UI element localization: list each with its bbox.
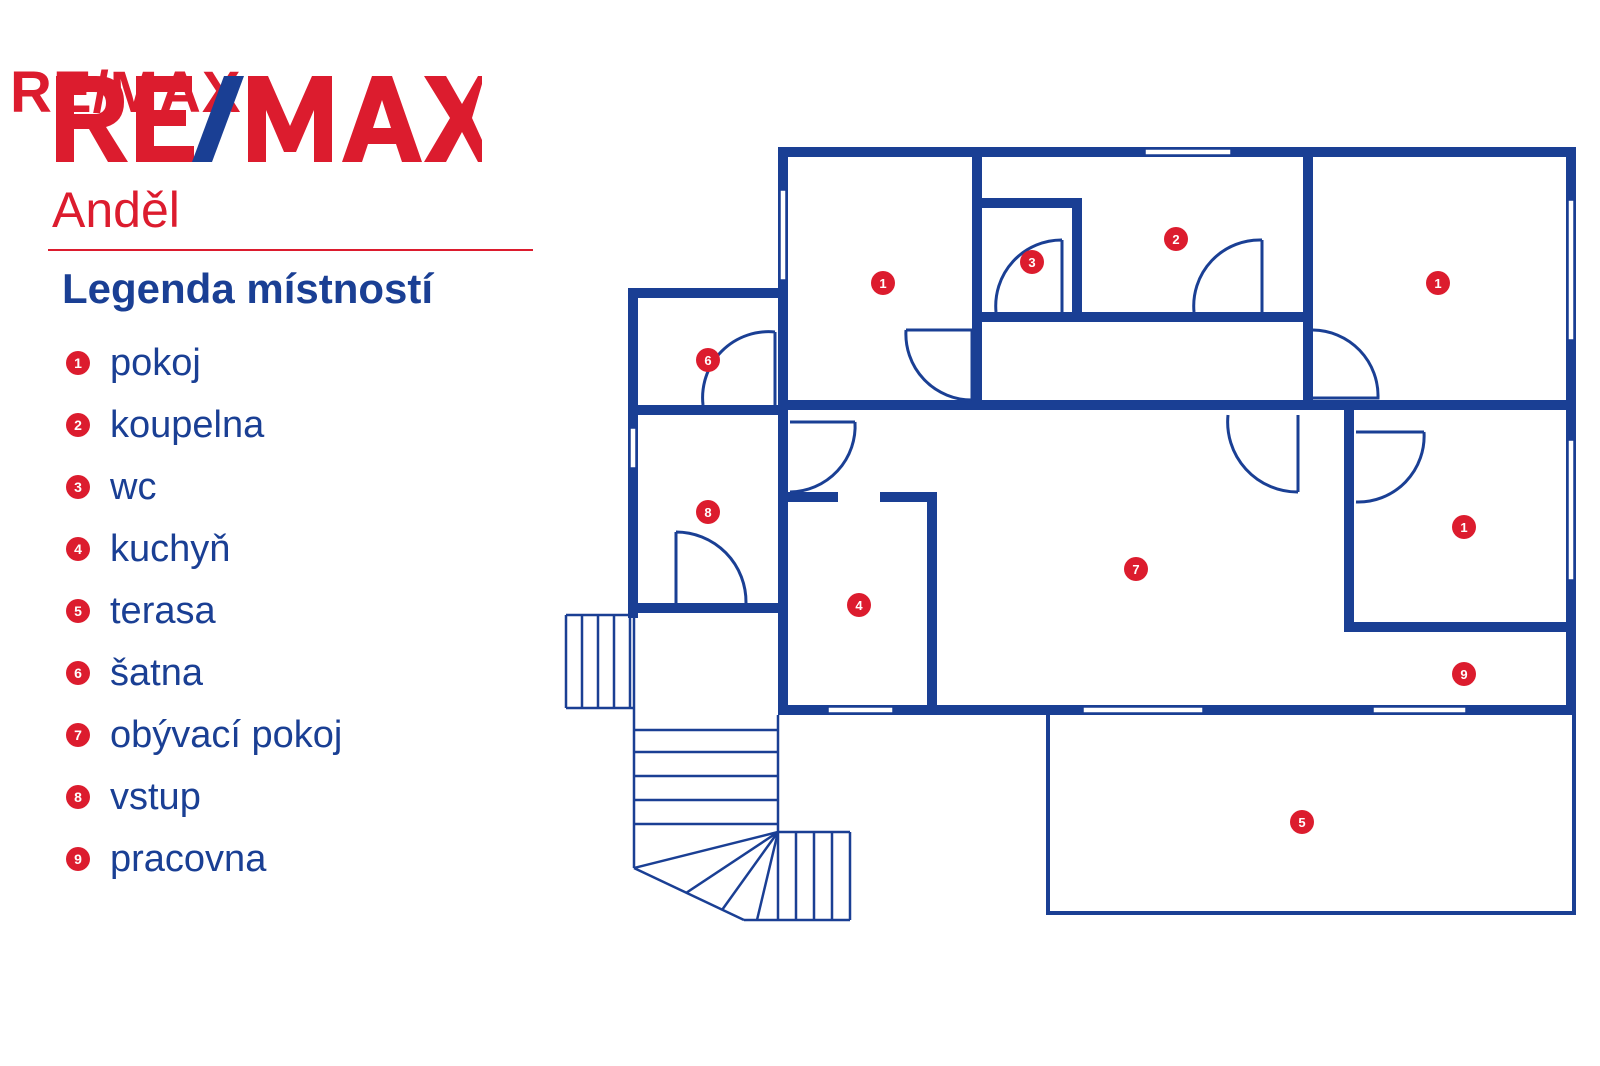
legend-item: 9 pracovna <box>66 828 342 890</box>
legend-label: pracovna <box>110 838 267 880</box>
room-marker: 1 <box>1426 271 1450 295</box>
room-marker-label: 9 <box>1460 667 1467 682</box>
legend-badge: 8 <box>66 785 90 809</box>
legend-label: obývací pokoj <box>110 714 343 756</box>
legend-badge: 6 <box>66 661 90 685</box>
legend-title: Legenda místností <box>62 265 434 312</box>
remax-logo <box>56 76 482 162</box>
office-name: Anděl <box>52 182 180 238</box>
room-marker: 9 <box>1452 662 1476 686</box>
room-marker: 3 <box>1020 250 1044 274</box>
room-legend: 1 pokoj 2 koupelna 3 wc 4 kuchyň 5 terasa 6 ša… <box>66 332 342 890</box>
room-marker: 1 <box>871 271 895 295</box>
legend-label: wc <box>110 466 157 508</box>
doors <box>674 238 1426 604</box>
legend-badge: 3 <box>66 475 90 499</box>
logo-ghost: RE/MAX <box>10 60 242 125</box>
room-marker-label: 7 <box>1132 562 1139 577</box>
legend-badge: 4 <box>66 537 90 561</box>
room-marker-label: 3 <box>1028 255 1035 270</box>
legend-badge: 5 <box>66 599 90 623</box>
legend-label: kuchyň <box>110 528 231 570</box>
room-marker: 6 <box>696 348 720 372</box>
legend-badge: 9 <box>66 847 90 871</box>
room-marker-label: 2 <box>1172 232 1179 247</box>
room-marker-label: 1 <box>1460 520 1467 535</box>
legend-label: koupelna <box>110 404 265 446</box>
room-markers: 1 2 3 1 6 8 4 7 1 9 5 <box>696 227 1476 834</box>
legend-item: 4 kuchyň <box>66 518 342 580</box>
legend-item: 8 vstup <box>66 766 342 828</box>
room-marker-label: 8 <box>704 505 711 520</box>
legend-badge: 2 <box>66 413 90 437</box>
legend-badge: 7 <box>66 723 90 747</box>
room-marker: 1 <box>1452 515 1476 539</box>
room-marker-label: 5 <box>1298 815 1305 830</box>
legend-item: 2 koupelna <box>66 394 342 456</box>
legend-badge: 1 <box>66 351 90 375</box>
room-marker-label: 4 <box>855 598 863 613</box>
legend-label: terasa <box>110 590 216 632</box>
windows <box>629 148 1575 714</box>
room-marker: 7 <box>1124 557 1148 581</box>
header-divider <box>48 249 533 251</box>
legend-item: 3 wc <box>66 456 342 518</box>
legend-label: šatna <box>110 652 203 694</box>
legend-item: 5 terasa <box>66 580 342 642</box>
legend-item: 6 šatna <box>66 642 342 704</box>
legend-label: pokoj <box>110 342 201 384</box>
room-marker: 8 <box>696 500 720 524</box>
legend-item: 7 obývací pokoj <box>66 704 342 766</box>
room-marker: 5 <box>1290 810 1314 834</box>
room-marker: 4 <box>847 593 871 617</box>
legend-item: 1 pokoj <box>66 332 342 394</box>
room-marker-label: 1 <box>1434 276 1441 291</box>
stairs <box>564 613 852 922</box>
room-marker-label: 1 <box>879 276 886 291</box>
legend-label: vstup <box>110 776 201 818</box>
room-marker-label: 6 <box>704 353 711 368</box>
room-marker: 2 <box>1164 227 1188 251</box>
